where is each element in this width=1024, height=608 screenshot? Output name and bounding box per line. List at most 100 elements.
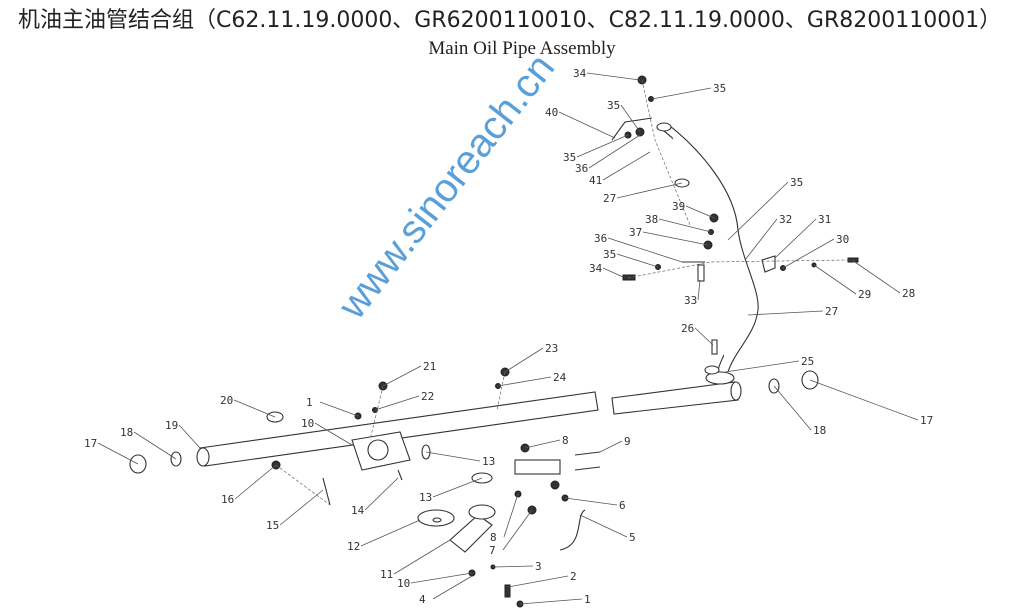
- callout-28: 28: [902, 287, 915, 300]
- leader-line: [773, 385, 812, 431]
- callout-26: 26: [681, 322, 694, 335]
- callout-5: 5: [629, 531, 636, 544]
- leader-line: [97, 442, 139, 465]
- leader-line: [432, 477, 483, 498]
- leader-line: [620, 104, 641, 133]
- leader-line: [744, 218, 778, 261]
- leader-line: [410, 572, 473, 584]
- leader-line: [607, 237, 683, 263]
- callout-35: 35: [563, 151, 576, 164]
- callout-8: 8: [490, 531, 497, 544]
- leader-line: [233, 399, 276, 418]
- callout-10: 10: [397, 577, 410, 590]
- leader-line: [697, 279, 701, 301]
- callout-23: 23: [545, 342, 558, 355]
- leader-line: [588, 134, 641, 169]
- main-oil-rail-left: [196, 391, 599, 467]
- end-plug-right: [768, 370, 819, 394]
- leader-line: [524, 439, 561, 449]
- leader-line: [616, 182, 683, 199]
- callout-22: 22: [421, 390, 434, 403]
- callout-14: 14: [351, 504, 365, 517]
- leader-line: [579, 514, 628, 538]
- callout-27: 27: [825, 305, 838, 318]
- leader-line: [576, 134, 629, 158]
- callout-40: 40: [545, 106, 558, 119]
- callout-1: 1: [306, 396, 313, 409]
- leader-line: [319, 401, 359, 417]
- leader-line: [851, 259, 901, 294]
- leader-line: [651, 87, 712, 100]
- lower-elbow: [417, 504, 496, 553]
- callout-38: 38: [645, 213, 658, 226]
- leader-line: [599, 440, 623, 453]
- leader-line: [747, 310, 824, 316]
- leader-line: [642, 231, 709, 246]
- callout-10: 10: [301, 417, 314, 430]
- callout-32: 32: [779, 213, 792, 226]
- callout-35: 35: [790, 176, 803, 189]
- center-flange: [351, 431, 411, 471]
- leader-line: [727, 181, 789, 241]
- callout-18: 18: [813, 424, 826, 437]
- title-english: Main Oil Pipe Assembly: [428, 38, 616, 59]
- leader-line: [504, 347, 544, 373]
- pipe-5: [559, 509, 586, 551]
- callout-4: 4: [419, 593, 426, 606]
- callout-39: 39: [672, 200, 685, 213]
- callout-25: 25: [801, 355, 814, 368]
- callout-17: 17: [920, 414, 933, 427]
- leader-line: [694, 327, 714, 346]
- main-oil-rail-right: [611, 381, 742, 415]
- leader-line: [724, 360, 800, 373]
- vertical-oil-pipe: [656, 122, 759, 385]
- leader-line: [809, 379, 919, 421]
- leader-line: [314, 422, 353, 446]
- callout-35: 35: [603, 248, 616, 261]
- callout-41: 41: [589, 174, 602, 187]
- leader-line: [658, 218, 712, 233]
- callout-18: 18: [120, 426, 133, 439]
- leader-line: [564, 497, 618, 506]
- callout-12: 12: [347, 540, 360, 553]
- leader-line: [558, 111, 616, 139]
- leader-line: [616, 253, 659, 268]
- callout-36: 36: [575, 162, 588, 175]
- callout-35: 35: [607, 99, 620, 112]
- callout-24: 24: [553, 371, 567, 384]
- leader-line: [503, 493, 519, 538]
- leader-line: [507, 575, 569, 588]
- leader-line: [685, 205, 715, 219]
- callout-8: 8: [562, 434, 569, 447]
- callout-31: 31: [818, 213, 831, 226]
- leader-line: [586, 72, 641, 81]
- leader-line: [519, 598, 583, 605]
- leader-line: [502, 509, 533, 551]
- callout-11: 11: [380, 568, 393, 581]
- leader-line: [432, 575, 473, 600]
- callout-19: 19: [165, 419, 178, 432]
- small-pipe-40: [611, 117, 653, 141]
- callout-6: 6: [619, 499, 626, 512]
- leader-line: [393, 539, 451, 575]
- leader-line: [234, 464, 277, 500]
- leader-line: [133, 431, 177, 460]
- callout-27: 27: [603, 192, 616, 205]
- callout-36: 36: [594, 232, 607, 245]
- callout-3: 3: [535, 560, 542, 573]
- leader-line: [178, 424, 201, 449]
- callout-13: 13: [419, 491, 432, 504]
- leader-line: [497, 376, 552, 387]
- leader-line: [813, 264, 857, 295]
- callout-7: 7: [489, 544, 496, 557]
- callout-37: 37: [629, 226, 642, 239]
- leader-line: [279, 489, 324, 526]
- leader-line: [602, 151, 651, 181]
- leader-line: [425, 451, 481, 462]
- callout-29: 29: [858, 288, 871, 301]
- leader-line: [382, 365, 422, 387]
- callout-21: 21: [423, 360, 436, 373]
- callout-1: 1: [584, 593, 591, 606]
